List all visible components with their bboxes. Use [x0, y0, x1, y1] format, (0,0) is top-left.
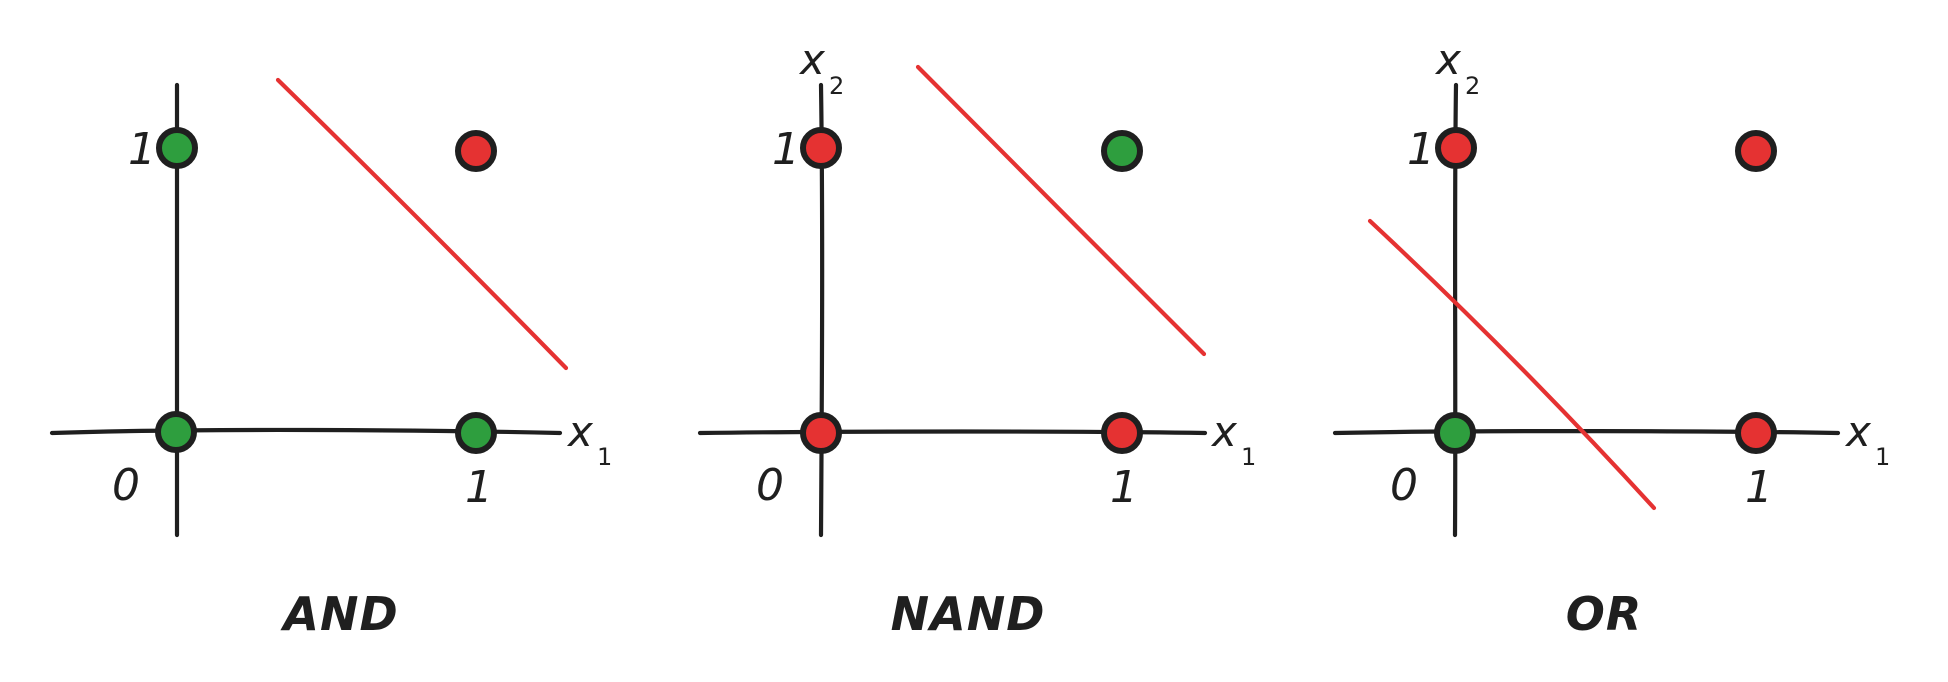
x-axis-label: x [1210, 407, 1238, 456]
x-axis-subscript: 1 [597, 443, 612, 471]
x-axis [697, 429, 1208, 436]
point-0-1 [800, 127, 842, 169]
point-0-1 [156, 127, 198, 169]
tick-label-y-one: 1 [128, 124, 156, 175]
point-0-0 [1434, 412, 1476, 454]
x-axis-label: x [1844, 407, 1872, 456]
point-0-0 [800, 412, 842, 454]
tick-label-y-one: 1 [772, 124, 800, 175]
point-1-1 [455, 130, 497, 172]
point-1-1 [1735, 130, 1777, 172]
gate-title: OR [1566, 587, 1643, 641]
point-1-0 [1735, 412, 1777, 454]
tick-label-zero: 0 [1390, 460, 1418, 511]
tick-label-zero: 0 [112, 460, 140, 511]
point-0-0 [155, 411, 197, 453]
point-1-0 [1101, 412, 1143, 454]
tick-label-x-one: 1 [1110, 462, 1138, 513]
tick-label-x-one: 1 [465, 462, 493, 513]
y-axis-label: x [798, 35, 826, 84]
x-axis-subscript: 1 [1875, 443, 1890, 471]
x-axis [1332, 429, 1841, 436]
separator-line [1367, 218, 1657, 511]
panel-or: 0 1 1 x 1 x 2 OR [1332, 35, 1890, 641]
point-1-1 [1101, 130, 1143, 172]
tick-label-x-one: 1 [1745, 462, 1773, 513]
gate-title: AND [280, 587, 398, 641]
point-1-0 [455, 412, 497, 454]
x-axis [49, 427, 563, 436]
y-axis-subscript: 2 [1465, 72, 1480, 100]
panel-nand: 0 1 1 x 1 x 2 NAND [697, 35, 1256, 641]
tick-label-y-one: 1 [1407, 124, 1435, 175]
gate-title: NAND [891, 587, 1046, 641]
panel-and: 0 1 1 x 1 AND [49, 77, 612, 641]
separator-line [275, 77, 569, 371]
separator-line [915, 64, 1207, 357]
tick-label-zero: 0 [756, 460, 784, 511]
y-axis-subscript: 2 [829, 72, 844, 100]
point-0-1 [1435, 127, 1477, 169]
x-axis-subscript: 1 [1241, 443, 1256, 471]
y-axis-label: x [1434, 35, 1462, 84]
x-axis-label: x [566, 407, 594, 456]
